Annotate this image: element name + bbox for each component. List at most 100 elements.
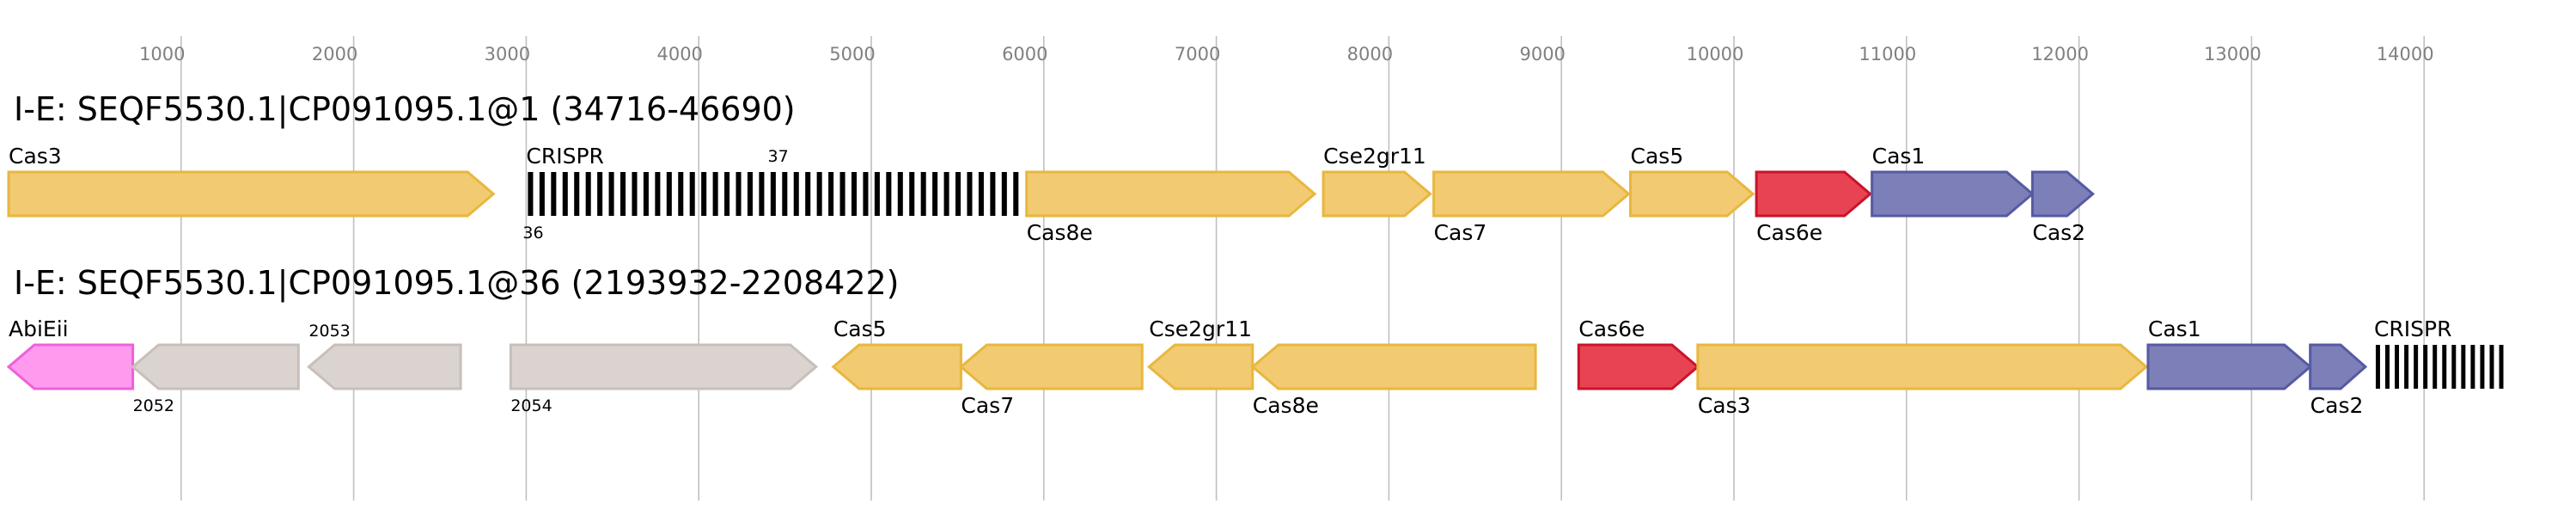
gene-arrow-cse2gr11	[1322, 170, 1432, 218]
crispr-repeat	[562, 172, 568, 216]
gene-arrow-cse2gr11	[1146, 343, 1254, 390]
gene-label: AbiEii	[9, 316, 69, 341]
crispr-repeat	[839, 172, 845, 216]
gene-label: Cse2gr11	[1149, 316, 1252, 341]
crispr-repeat	[967, 172, 973, 216]
tick-label: 12000	[2031, 44, 2089, 64]
crispr-repeat	[932, 172, 938, 216]
crispr-repeat	[782, 172, 788, 216]
gene-label: Cas3	[1698, 393, 1751, 418]
tick-label: 11000	[1859, 44, 1916, 64]
crispr-repeat	[724, 172, 730, 216]
gene-label: 2053	[308, 322, 350, 341]
crispr-repeat	[2385, 345, 2390, 389]
track-title-1: I-E: SEQF5530.1|CP091095.1@1 (34716-4669…	[14, 90, 796, 129]
gene-arrow-cas3	[7, 170, 496, 218]
crispr-repeat	[805, 172, 811, 216]
crispr-repeat	[655, 172, 661, 216]
crispr-repeat	[678, 172, 684, 216]
gene-label: Cas1	[1872, 144, 1926, 169]
crispr-repeat	[747, 172, 753, 216]
crispr-repeat	[736, 172, 742, 216]
gene-label: Cas7	[1434, 220, 1487, 245]
gene-label: Cas5	[1631, 144, 1684, 169]
crispr-repeat	[1001, 172, 1007, 216]
crispr-repeat	[2442, 345, 2447, 389]
tick-label: 2000	[312, 44, 357, 64]
crispr-repeat	[539, 172, 545, 216]
crispr-repeat	[955, 172, 961, 216]
gene-label: Cas8e	[1027, 220, 1093, 245]
tick-label: 13000	[2204, 44, 2262, 64]
tick-label: 3000	[485, 44, 530, 64]
gene-label: 2052	[133, 396, 174, 415]
crispr-repeat	[528, 172, 534, 216]
gene-label: Cse2gr11	[1323, 144, 1426, 169]
gene-arrow-cas2	[2030, 170, 2095, 218]
crispr-repeat	[793, 172, 799, 216]
crispr-repeat	[585, 172, 591, 216]
crispr-repeat	[643, 172, 649, 216]
crispr-count-label: 36	[522, 224, 543, 243]
crispr-repeat	[2423, 345, 2428, 389]
tick-label: 9000	[1519, 44, 1565, 64]
crispr-repeat	[551, 172, 557, 216]
gene-arrow-cas6e	[1755, 170, 1872, 218]
crispr-repeat	[2489, 345, 2494, 389]
gene-arrow-cas5	[831, 343, 962, 390]
crispr-repeat	[2414, 345, 2419, 389]
gene-label: Cas3	[9, 144, 62, 169]
crispr-repeat	[759, 172, 765, 216]
crispr-repeat	[2451, 345, 2457, 389]
tick-label: 14000	[2377, 44, 2434, 64]
crispr-repeat	[874, 172, 880, 216]
crispr-repeat	[2480, 345, 2485, 389]
crispr-repeat	[978, 172, 984, 216]
crispr-repeat	[689, 172, 695, 216]
tick-label: 4000	[656, 44, 702, 64]
crispr-repeat	[2375, 345, 2380, 389]
crispr-repeat	[851, 172, 858, 216]
crispr-repeat	[2395, 345, 2400, 389]
crispr-array	[2375, 345, 2504, 389]
crispr-repeat	[574, 172, 580, 216]
gene-label: Cas2	[2032, 220, 2085, 245]
gene-arrow-abieii	[6, 343, 135, 390]
gene-label: Cas5	[833, 316, 887, 341]
tick-label: 1000	[139, 44, 185, 64]
crispr-repeat	[2499, 345, 2504, 389]
gene-arrow-cas8e	[1250, 343, 1537, 390]
gene-arrow-cas1	[1871, 170, 2035, 218]
crispr-repeat	[990, 172, 996, 216]
crispr-repeat	[2433, 345, 2438, 389]
gene-arrow-cas7	[1432, 170, 1631, 218]
gene-label: Cas2	[2310, 393, 2364, 418]
gene-label: 2054	[510, 396, 552, 415]
crispr-repeat	[666, 172, 672, 216]
crispr-repeat	[2404, 345, 2409, 389]
crispr-repeat	[909, 172, 915, 216]
gene-arrow-cas1	[2146, 343, 2312, 390]
crispr-repeat	[770, 172, 776, 216]
gene-label: Cas6e	[1756, 220, 1822, 245]
gene-label: Cas7	[961, 393, 1014, 418]
crispr-repeat	[701, 172, 707, 216]
tick-label: 7000	[1175, 44, 1220, 64]
crispr-count-label: 37	[768, 147, 789, 166]
gene-arrow-cas6e	[1577, 343, 1700, 390]
crispr-label: CRISPR	[2374, 316, 2452, 341]
crispr-repeat	[608, 172, 614, 216]
crispr-repeat	[2470, 345, 2475, 389]
grid-lines	[180, 36, 2425, 501]
tick-label: 6000	[1002, 44, 1047, 64]
gene-arrow-2052	[131, 343, 300, 390]
crispr-repeat	[1013, 172, 1019, 216]
gene-label: Cas8e	[1253, 393, 1319, 418]
crispr-repeat	[816, 172, 822, 216]
tick-label: 10000	[1687, 44, 1744, 64]
gene-arrow-2053	[307, 343, 462, 390]
crispr-repeat	[863, 172, 869, 216]
